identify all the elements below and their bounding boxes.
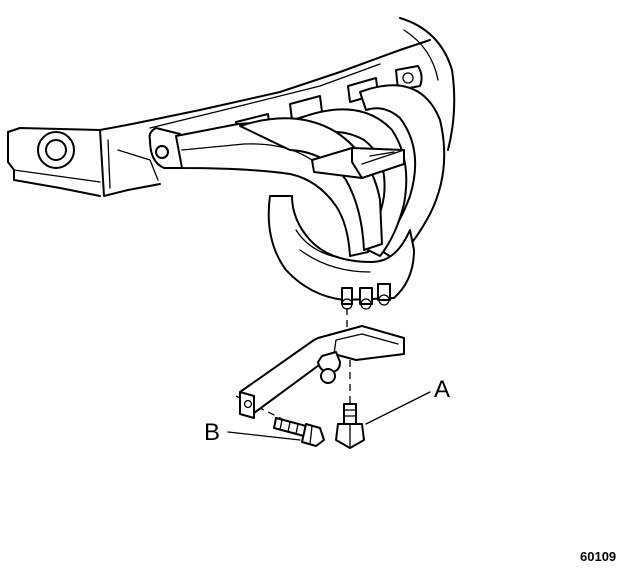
figure-code: 60109 — [580, 549, 616, 564]
leader-lines — [227, 391, 431, 441]
support-bracket — [239, 325, 405, 419]
leader-a — [365, 391, 431, 425]
callout-b: B — [204, 419, 220, 446]
port-hole — [45, 139, 67, 161]
callout-a: A — [434, 376, 450, 403]
manifold-runners — [175, 84, 446, 310]
cylinder-head — [7, 17, 456, 197]
leader-b — [227, 431, 301, 441]
bolt-b — [273, 417, 325, 447]
bolt-a — [335, 403, 365, 449]
